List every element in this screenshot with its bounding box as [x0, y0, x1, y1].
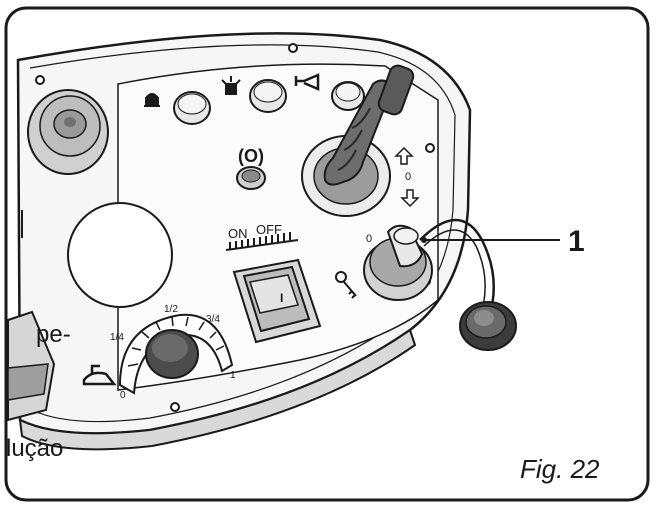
beacon-light-icon [221, 76, 241, 95]
left-text-fragment-bottom: lução [6, 435, 63, 462]
joystick-neutral-mark: 0 [405, 171, 411, 183]
callout-number: 1 [568, 225, 585, 258]
display-cutout [67, 202, 173, 308]
figure-caption: Fig. 22 [520, 454, 600, 484]
screw [35, 75, 45, 85]
joystick[interactable] [301, 63, 415, 217]
throttle-label-three-quarter: 3/4 [206, 314, 220, 325]
arrow-down-icon [400, 189, 420, 208]
horn-button[interactable] [331, 81, 365, 111]
screw [288, 43, 298, 53]
console-panel-side [18, 328, 417, 451]
throttle-label-zero: 0 [120, 390, 126, 401]
rocker-mark: I [280, 291, 283, 305]
switch-label-on: ON [228, 226, 248, 241]
throttle-label-half: 1/2 [164, 304, 178, 315]
warning-light-button[interactable] [236, 166, 266, 190]
side-component [7, 310, 56, 422]
switch-scale-ticks [225, 232, 299, 251]
throttle-knob[interactable] [145, 329, 199, 379]
key-dust-cap [419, 218, 517, 351]
key-icon [335, 271, 357, 299]
arrow-up-icon [394, 146, 414, 165]
light-button-1[interactable] [173, 91, 211, 125]
turtle-speed-icon [82, 364, 117, 386]
light-button-2[interactable] [249, 79, 287, 113]
on-off-rocker-switch[interactable] [232, 258, 322, 344]
horn-icon [294, 73, 320, 91]
key-off-mark: 0 [366, 233, 372, 245]
warning-light-icon: (O) [238, 146, 264, 166]
work-light-icon [144, 93, 160, 107]
ignition-key-switch[interactable] [363, 224, 433, 301]
callout-leader [421, 237, 560, 243]
left-text-fragment-top: pe- [36, 321, 71, 348]
screw [425, 143, 435, 153]
screw [170, 402, 180, 412]
throttle-label-quarter: 1/4 [110, 332, 124, 343]
throttle-label-full: 1 [230, 370, 236, 381]
emergency-stop-knob[interactable] [27, 89, 109, 175]
console-panel-inner-edge [29, 44, 456, 423]
svg-text:(O): (O) [238, 146, 264, 166]
switch-label-off: OFF [256, 222, 282, 237]
